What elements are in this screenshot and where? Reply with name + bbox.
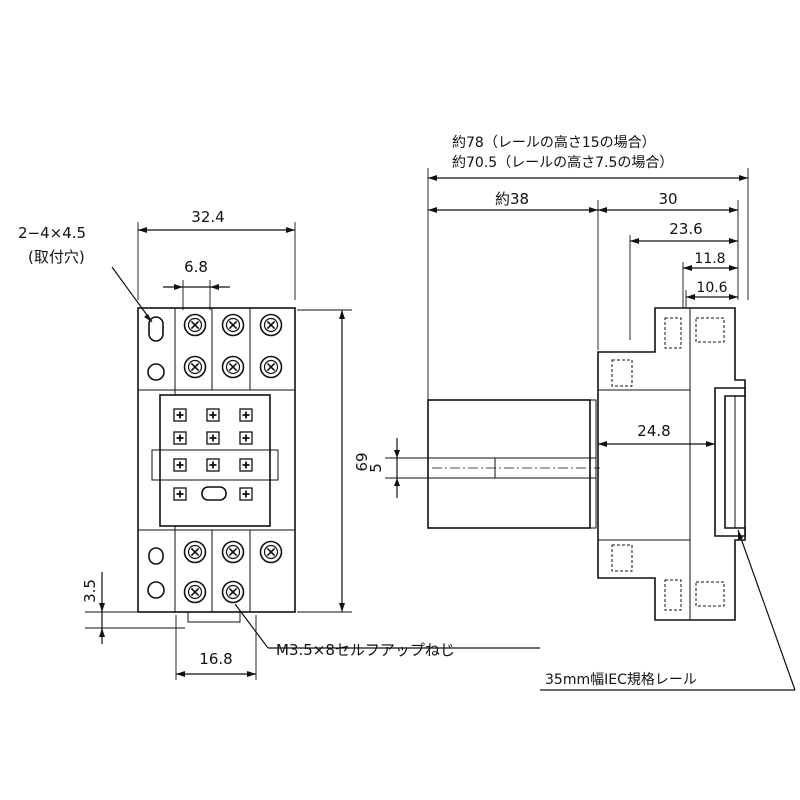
dim-total-rail-15: 約78（レールの高さ15の場合）	[452, 134, 656, 151]
terminal-screw	[259, 540, 283, 564]
dim-socket: 30	[658, 190, 677, 208]
mount-hole-label-sub: (取付穴)	[28, 248, 85, 266]
dim-height: 69	[352, 452, 370, 471]
dim-base: 16.8	[199, 650, 232, 668]
mount-hole-bottom	[148, 547, 164, 565]
relay-body	[427, 399, 591, 529]
terminal-screw	[221, 580, 245, 604]
terminal-screw	[221, 355, 245, 379]
side-view: 約78（レールの高さ15の場合） 約70.5（レールの高さ7.5の場合） 約38…	[367, 134, 796, 691]
rail-label: 35mm幅IEC規格レール	[545, 672, 697, 688]
terminal-screw	[183, 313, 207, 337]
dim-pitch: 6.8	[184, 258, 208, 276]
mount-hole-label: 2−4×4.5	[18, 224, 86, 242]
dim-pin: 5	[367, 463, 385, 473]
release-lever	[201, 486, 227, 501]
dim-10-6: 10.6	[696, 280, 727, 296]
terminal-screw	[259, 313, 283, 337]
terminal-screw	[221, 313, 245, 337]
dim-24-8: 24.8	[637, 422, 670, 440]
terminal-screw	[221, 540, 245, 564]
terminal-screw	[259, 355, 283, 379]
terminal-screw	[183, 355, 207, 379]
terminal-screw	[183, 580, 207, 604]
socket-side-body	[597, 307, 746, 621]
dim-width: 32.4	[191, 208, 224, 226]
dim-offset: 3.5	[81, 579, 99, 603]
screw-label: M3.5×8セルフアップねじ	[276, 641, 455, 659]
dim-11-8: 11.8	[694, 251, 725, 267]
din-rail	[714, 387, 746, 537]
mount-hole-top	[148, 316, 164, 342]
dim-relay: 約38	[495, 190, 529, 208]
front-view: 32.4 6.8 69 3.5 16.8 2−4×4.5 (取付穴)	[18, 208, 540, 680]
dim-23-6: 23.6	[669, 220, 702, 238]
terminal-screw	[183, 540, 207, 564]
dim-total-rail-7-5: 約70.5（レールの高さ7.5の場合）	[452, 154, 673, 171]
